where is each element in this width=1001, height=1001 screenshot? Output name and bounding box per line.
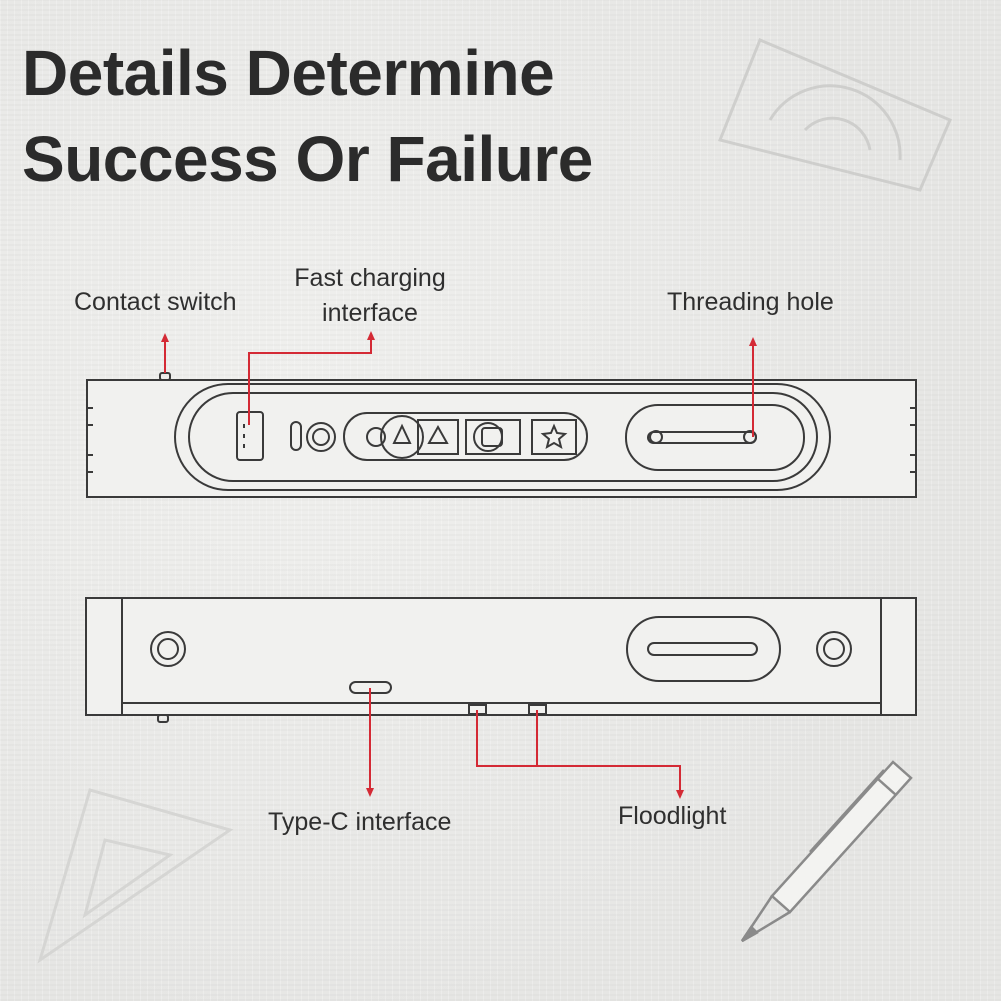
- label-type-c-interface: Type-C interface: [268, 808, 452, 836]
- device-top-view: [86, 372, 917, 498]
- headline-line-1: Details Determine: [22, 37, 555, 109]
- device-side-view: [85, 597, 917, 723]
- label-fast-charging-line-2: interface: [322, 299, 418, 327]
- label-floodlight: Floodlight: [618, 802, 727, 830]
- callout-arrowheads: [161, 331, 757, 799]
- callout-lines: [164, 338, 754, 792]
- protractor-sketch: [717, 38, 952, 192]
- label-fast-charging-line-1: Fast charging: [294, 264, 446, 292]
- label-threading-hole: Threading hole: [667, 288, 834, 316]
- set-square-sketch: [37, 788, 234, 964]
- pencil-icon: [740, 760, 913, 943]
- headline-line-2: Success Or Failure: [22, 123, 593, 195]
- label-fast-charging-interface: Fast charging interface: [280, 262, 460, 329]
- headline: Details Determine Success Or Failure: [22, 30, 593, 202]
- label-contact-switch: Contact switch: [74, 288, 237, 316]
